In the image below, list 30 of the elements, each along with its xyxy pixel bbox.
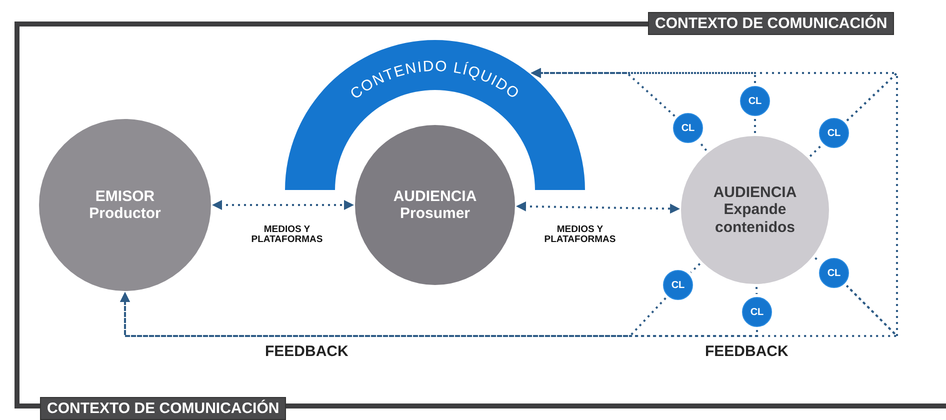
context-tag: CONTEXTO DE COMUNICACIÓN [648,12,894,35]
node-title: AUDIENCIA [393,188,477,205]
feedback-label: FEEDBACK [265,343,348,360]
dotted-arrow [212,200,354,210]
dotted-line [690,263,701,274]
circle-label: CL [681,122,695,134]
node-subtitle: Productor [89,205,161,222]
circle-label: CL [671,280,685,290]
dotted-line [846,70,898,338]
small-circle-node [673,113,703,143]
node-title: AUDIENCIA [713,184,797,202]
circle-label: CL [827,268,841,278]
node-subtitle: Prosumer [400,205,470,222]
node-subtitle: Expande contenidos [714,201,796,236]
feedback-label: FEEDBACK [705,343,788,360]
small-circle-node [742,297,772,327]
dotted-line [809,144,822,157]
small-circle-node [819,118,849,148]
node-title: EMISOR [95,188,155,205]
context-tag: CONTEXTO DE COMUNICACIÓN [40,397,286,420]
dotted-line [756,286,758,294]
circle-label: CL [827,128,841,138]
dotted-line [754,119,756,133]
small-circle-node [819,258,849,288]
dotted-arrow [516,201,680,214]
circle-label: CL [748,96,762,106]
dotted-line [698,141,708,151]
small-circle-node [740,86,770,116]
small-circle-node [663,270,693,300]
circle-label: CL [750,306,764,318]
